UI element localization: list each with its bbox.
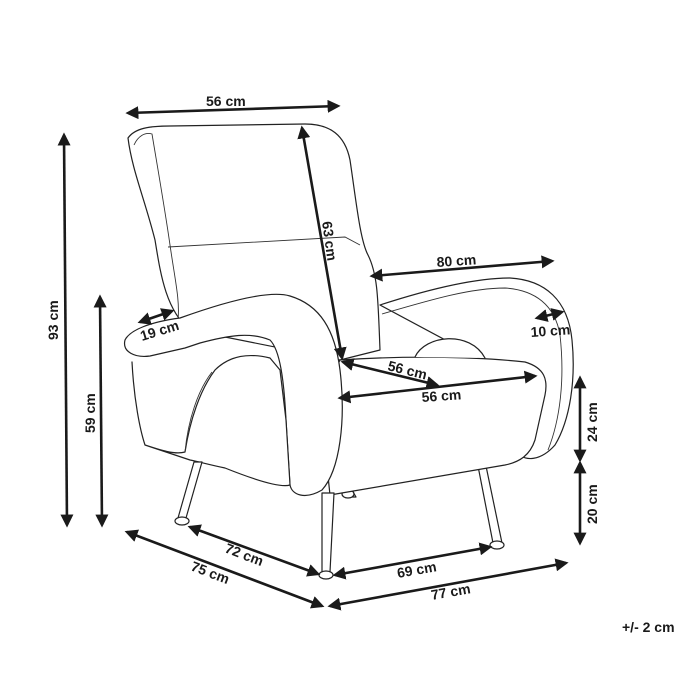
dim-armrest-length-arrow bbox=[369, 255, 555, 282]
dim-backrest-height-arrow bbox=[297, 125, 347, 361]
dim-armrest-height-arrow bbox=[93, 294, 109, 528]
label-total-width: 77 cm bbox=[430, 580, 472, 603]
label-seat-clearance-height: 20 cm bbox=[584, 484, 600, 524]
label-backrest-width: 56 cm bbox=[206, 93, 246, 109]
label-seat-width: 56 cm bbox=[421, 386, 462, 405]
leg-foot bbox=[489, 540, 505, 550]
label-leg-span-width: 69 cm bbox=[396, 558, 438, 581]
dim-total-width-arrow bbox=[327, 558, 569, 611]
arm-front-panel bbox=[131, 355, 291, 487]
label-armrest-height: 59 cm bbox=[82, 393, 98, 433]
dim-seat-width-arrow bbox=[337, 370, 538, 404]
label-seat-cushion-height: 24 cm bbox=[584, 402, 600, 442]
label-armrest-thickness: 10 cm bbox=[530, 321, 571, 340]
label-backrest-height: 63 cm bbox=[319, 220, 340, 262]
dimension-labels: 56 cm 63 cm 93 cm 59 cm 19 cm 80 cm 10 c… bbox=[45, 93, 675, 635]
dim-total-depth-arrow bbox=[124, 529, 325, 609]
chair-leg-back-right bbox=[477, 465, 503, 544]
dim-armrest-thickness-arrow bbox=[534, 308, 565, 322]
label-total-height: 93 cm bbox=[45, 300, 61, 340]
leg-foot bbox=[318, 570, 334, 580]
dimension-lines bbox=[57, 99, 587, 611]
dim-backrest-width-arrow bbox=[125, 99, 341, 120]
chair-leg-front-right bbox=[321, 492, 335, 573]
leg-foot bbox=[174, 516, 190, 526]
dim-total-height-arrow bbox=[57, 132, 74, 528]
label-leg-span-depth: 72 cm bbox=[223, 540, 266, 569]
dim-armrest-width-arrow bbox=[137, 308, 175, 325]
tolerance-note: +/- 2 cm bbox=[622, 619, 675, 635]
chair-leg-front-left bbox=[177, 461, 203, 519]
seat-back-arc bbox=[414, 338, 486, 359]
label-armrest-length: 80 cm bbox=[436, 251, 477, 270]
armchair-drawing bbox=[124, 123, 574, 580]
